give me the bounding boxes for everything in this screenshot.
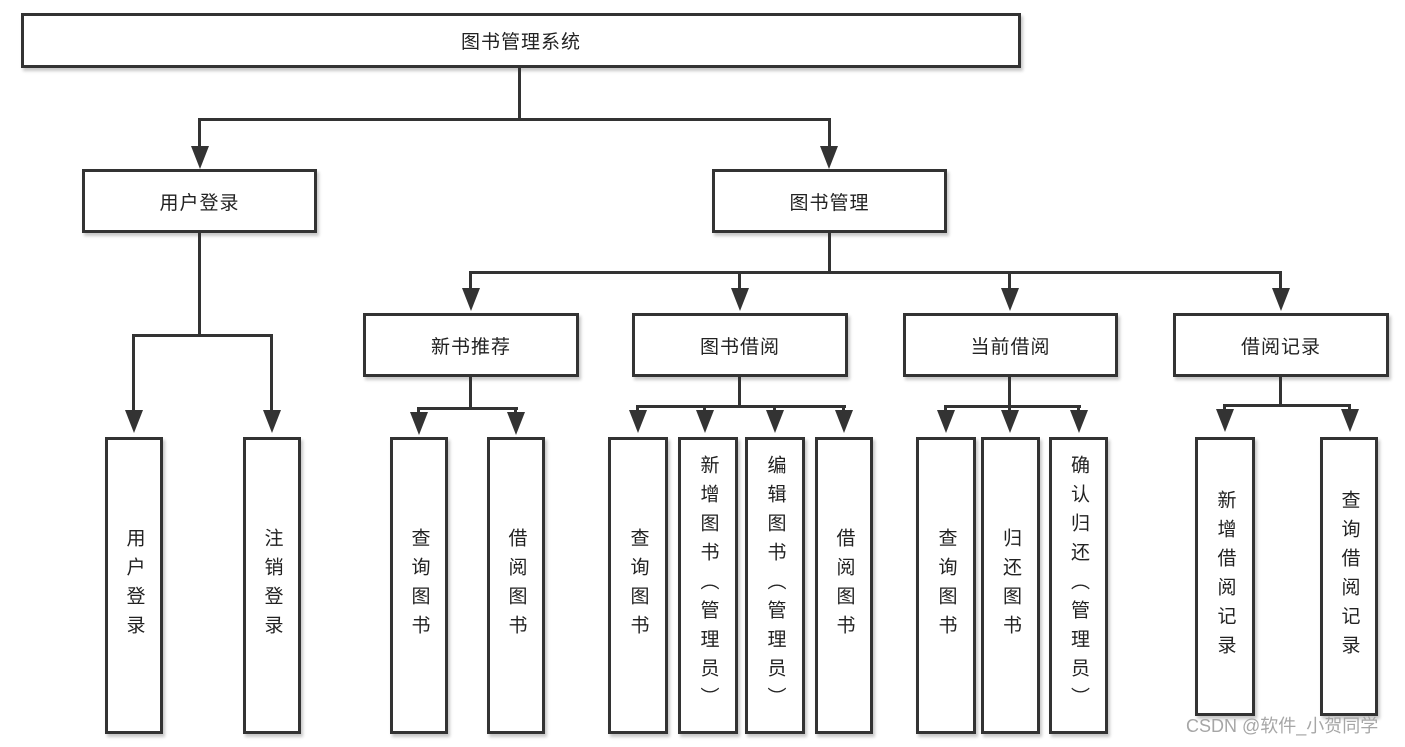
- connector-line: [773, 405, 776, 412]
- node-book-management: 图书管理: [712, 169, 947, 233]
- arrowhead-down-icon: [835, 410, 853, 433]
- connector-line: [828, 233, 831, 273]
- arrowhead-down-icon: [629, 410, 647, 433]
- connector-line: [518, 68, 521, 118]
- node-user-login-leaf: 用户登录: [105, 437, 163, 734]
- arrowhead-down-icon: [1341, 409, 1359, 432]
- node-nb-borrow-book: 借阅图书: [487, 437, 545, 734]
- connector-line: [1348, 404, 1351, 411]
- node-cb-return-book: 归还图书: [981, 437, 1040, 734]
- node-current-borrow: 当前借阅: [903, 313, 1118, 377]
- node-user-login: 用户登录: [82, 169, 317, 233]
- connector-line: [469, 271, 1282, 274]
- arrowhead-down-icon: [507, 412, 525, 435]
- node-bb-add-book-admin: 新增图书（管理员）: [678, 437, 738, 734]
- connector-line: [132, 334, 135, 410]
- arrowhead-down-icon: [191, 146, 209, 169]
- connector-line: [1223, 404, 1226, 411]
- node-bb-edit-book-admin: 编辑图书（管理员）: [745, 437, 805, 734]
- node-logout-leaf: 注销登录: [243, 437, 301, 734]
- connector-line: [944, 405, 947, 412]
- arrowhead-down-icon: [1272, 288, 1290, 311]
- connector-line: [1223, 404, 1351, 407]
- connector-line: [738, 271, 741, 288]
- arrowhead-down-icon: [731, 288, 749, 311]
- connector-line: [1077, 405, 1080, 412]
- arrowhead-down-icon: [766, 410, 784, 433]
- node-cb-query-book: 查询图书: [916, 437, 976, 734]
- connector-line: [636, 405, 846, 408]
- connector-line: [1279, 271, 1282, 288]
- node-new-book-recommend: 新书推荐: [363, 313, 579, 377]
- arrowhead-down-icon: [1216, 409, 1234, 432]
- arrowhead-down-icon: [820, 146, 838, 169]
- node-br-query-record: 查询借阅记录: [1320, 437, 1378, 716]
- arrowhead-down-icon: [263, 410, 281, 433]
- arrowhead-down-icon: [696, 410, 714, 433]
- node-library-system: 图书管理系统: [21, 13, 1021, 68]
- arrowhead-down-icon: [1001, 410, 1019, 433]
- connector-line: [514, 407, 517, 414]
- csdn-watermark: CSDN @软件_小贺同学: [1186, 716, 1379, 736]
- connector-line: [738, 377, 741, 405]
- connector-line: [132, 334, 273, 337]
- connector-line: [417, 407, 420, 414]
- node-book-borrow: 图书借阅: [632, 313, 848, 377]
- connector-line: [944, 405, 1081, 408]
- node-nb-query-book: 查询图书: [390, 437, 448, 734]
- connector-line: [469, 271, 472, 288]
- connector-line: [636, 405, 639, 412]
- arrowhead-down-icon: [462, 288, 480, 311]
- connector-line: [828, 118, 831, 147]
- connector-line: [198, 233, 201, 334]
- node-bb-borrow-book: 借阅图书: [815, 437, 873, 734]
- connector-line: [417, 407, 518, 410]
- connector-line: [198, 118, 831, 121]
- arrowhead-down-icon: [125, 410, 143, 433]
- arrowhead-down-icon: [410, 412, 428, 435]
- connector-line: [1008, 271, 1011, 288]
- arrowhead-down-icon: [937, 410, 955, 433]
- arrowhead-down-icon: [1001, 288, 1019, 311]
- connector-line: [842, 405, 845, 412]
- connector-line: [1008, 405, 1011, 412]
- connector-line: [469, 377, 472, 407]
- connector-line: [270, 334, 273, 410]
- node-br-add-record: 新增借阅记录: [1195, 437, 1255, 716]
- node-bb-query-book: 查询图书: [608, 437, 668, 734]
- connector-line: [198, 118, 201, 147]
- connector-line: [1279, 377, 1282, 404]
- connector-line: [703, 405, 706, 412]
- node-cb-confirm-return-admin: 确认归还（管理员）: [1049, 437, 1108, 734]
- connector-line: [1008, 377, 1011, 405]
- node-borrow-record: 借阅记录: [1173, 313, 1389, 377]
- arrowhead-down-icon: [1070, 410, 1088, 433]
